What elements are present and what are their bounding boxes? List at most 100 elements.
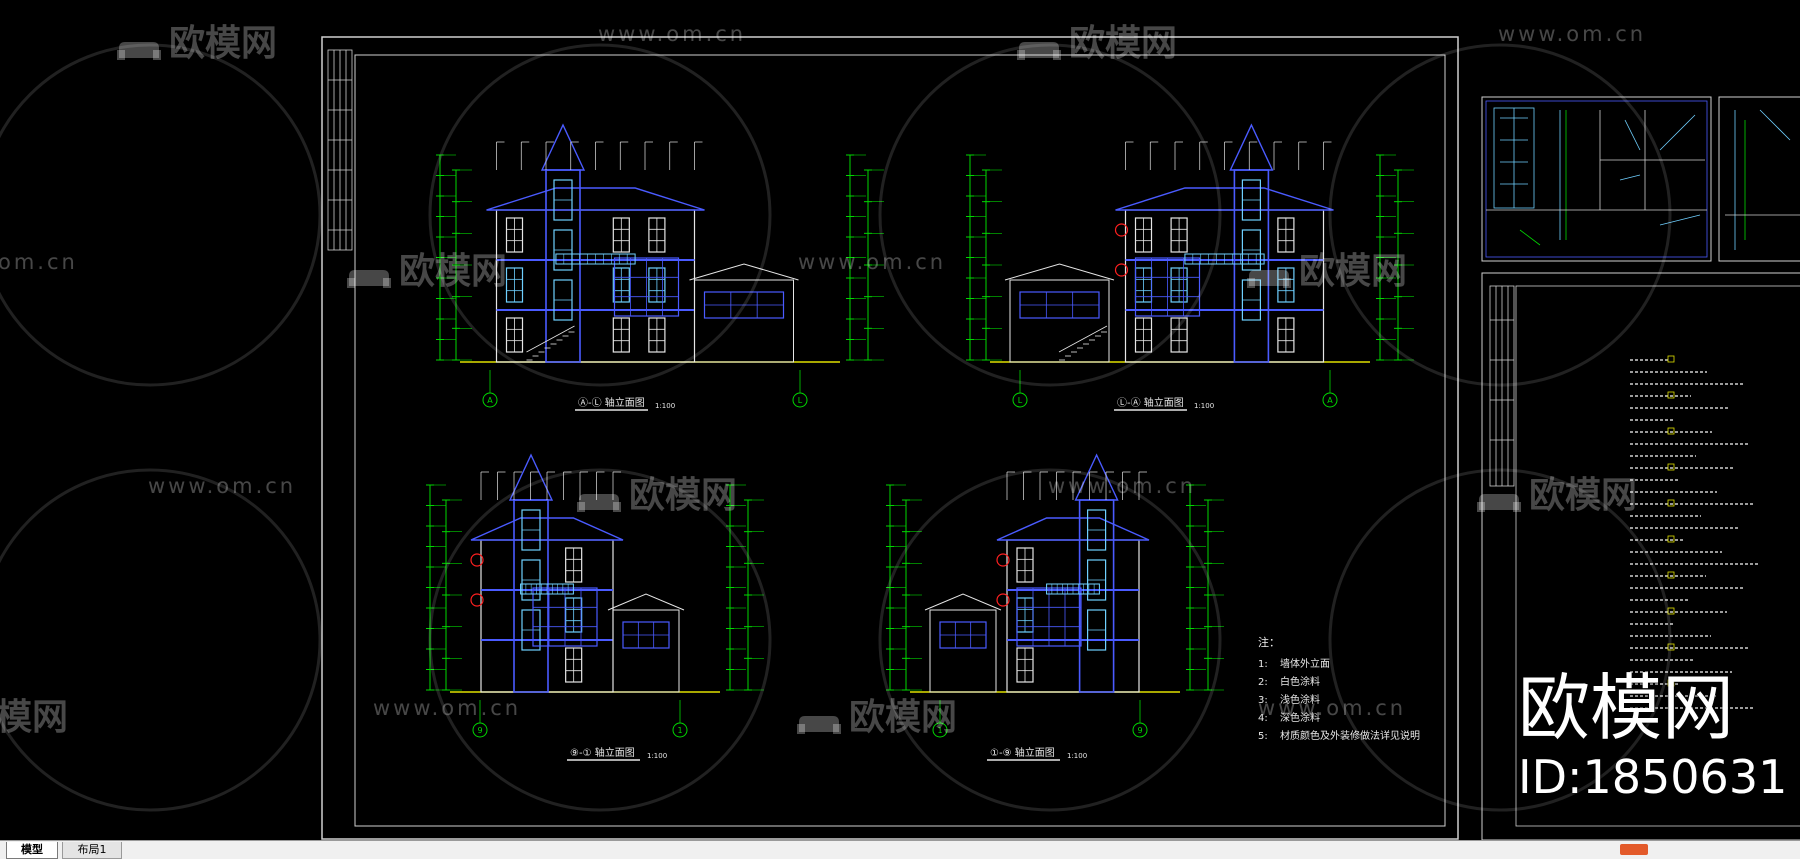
layout-tab-bar: 模型 布局1 <box>0 840 1800 859</box>
section-marker <box>996 593 1010 607</box>
tower-spire <box>1229 123 1274 171</box>
note-checkbox <box>1667 535 1675 543</box>
axis-bubble <box>932 722 948 738</box>
axis-bubble <box>792 392 808 408</box>
wing-roof <box>689 263 799 281</box>
detail-sheet-1-content <box>1486 107 1707 246</box>
elevation-title-group-3: ①-⑨ 轴立面图 1:100 <box>987 746 1087 761</box>
axis-label: L <box>798 396 803 405</box>
sofa-icon <box>1015 32 1063 60</box>
wing-roof <box>607 593 685 611</box>
watermark-logo: 欧模网 <box>1475 466 1637 518</box>
note-item: 2:白色涂料 <box>1258 677 1320 688</box>
building-body <box>480 539 614 693</box>
elevation-title-group-1: Ⓛ-Ⓐ 轴立面图 1:100 <box>1114 396 1214 411</box>
tower-spire <box>540 123 586 171</box>
stair-rail <box>526 325 575 353</box>
brand-logo: 欧模网 <box>1518 666 1735 750</box>
section-marker <box>470 593 484 607</box>
roof <box>470 517 624 541</box>
note-item: 1:墙体外立面 <box>1258 659 1330 670</box>
watermark-url: www.om.cn <box>148 474 297 498</box>
note-checkbox <box>1667 679 1675 687</box>
roof <box>486 187 705 211</box>
sofa-icon <box>115 32 163 60</box>
notes-sheet-text-lines <box>1630 355 1759 709</box>
note-checkbox <box>1667 499 1675 507</box>
watermark-url-partial: om.cn <box>0 250 78 274</box>
note-checkbox <box>1667 391 1675 399</box>
main-sheet-title-strip <box>327 49 353 251</box>
sofa-icon <box>795 706 843 734</box>
roof <box>1115 187 1334 211</box>
watermark-url: www.om.cn <box>798 250 947 274</box>
detail-sheet-2-content <box>1725 109 1800 250</box>
note-checkbox <box>1667 571 1675 579</box>
roof <box>996 517 1150 541</box>
axis-label: 1 <box>937 726 942 735</box>
sofa-icon <box>1475 484 1523 512</box>
axis-bubble <box>472 722 488 738</box>
main-sheet-inner-frame <box>354 54 1446 827</box>
note-checkbox <box>1667 643 1675 651</box>
side-wing <box>612 609 680 693</box>
section-marker <box>470 553 484 567</box>
detail-sheet-1-frame <box>1481 96 1712 262</box>
axis-label: L <box>1018 396 1023 405</box>
wing-roof <box>924 593 1002 611</box>
watermark-url: www.om.cn <box>1498 22 1647 46</box>
section-marker <box>1114 223 1129 237</box>
watermark-url: www.om.cn <box>598 22 747 46</box>
detail-sheet-2-frame <box>1718 96 1800 262</box>
wing-roof <box>1004 263 1115 281</box>
elevation-notes: 注： 1:墙体外立面 2:白色涂料 3:浅色涂料 4:深色涂料 5:材质颜色及外… <box>1258 634 1420 746</box>
axis-label: 9 <box>1137 726 1142 735</box>
elevation-scale: 1:100 <box>647 752 667 760</box>
note-checkbox <box>1667 427 1675 435</box>
building-body <box>1006 539 1140 693</box>
stair-rail <box>1058 325 1108 353</box>
axis-label: A <box>1327 396 1333 405</box>
notes-sheet-frame <box>1481 272 1800 840</box>
watermark-logo: 欧模网 <box>1245 242 1407 294</box>
notes-sheet-title-strip <box>1489 285 1515 487</box>
watermark-logo: 欧模网 <box>795 688 957 740</box>
elevation-title: ⑨-① 轴立面图 <box>570 746 635 759</box>
note-item: 5:材质颜色及外装修做法详见说明 <box>1258 731 1420 742</box>
horizontal-scroll-thumb[interactable] <box>1620 844 1648 855</box>
elevation-title: Ⓛ-Ⓐ 轴立面图 <box>1117 396 1184 409</box>
axis-bubble <box>1322 392 1338 408</box>
axis-bubble <box>672 722 688 738</box>
section-marker <box>996 553 1010 567</box>
watermark-logo: 欧模网 <box>115 14 277 66</box>
side-wing <box>1009 279 1110 363</box>
detail-sheet-1-inner <box>1485 100 1708 258</box>
tower-spire <box>1074 453 1119 501</box>
note-checkbox <box>1667 607 1675 615</box>
sofa-icon <box>345 260 393 288</box>
watermark-logo-partial: 模网 <box>0 697 69 738</box>
watermark-circles <box>0 43 1672 812</box>
brand-id: ID:1850631 <box>1518 750 1788 804</box>
notes-sheet-inner <box>1515 285 1800 827</box>
note-item: 4:深色涂料 <box>1258 713 1320 724</box>
watermark-logo: 欧模网 <box>345 242 507 294</box>
watermark-url: www.om.cn <box>1258 696 1407 720</box>
tower-spire <box>508 453 554 501</box>
note-item: 3:浅色涂料 <box>1258 695 1320 706</box>
note-checkbox <box>1667 355 1675 363</box>
axis-bubble <box>1012 392 1028 408</box>
main-sheet-outer-frame <box>321 36 1459 840</box>
section-marker <box>1114 263 1129 277</box>
tab-model[interactable]: 模型 <box>6 842 58 859</box>
watermark-logo: 欧模网 <box>1015 14 1177 66</box>
tower <box>545 169 581 363</box>
tab-layout-1[interactable]: 布局1 <box>62 842 122 859</box>
axis-bubble <box>482 392 498 408</box>
elevation-title-group-0: Ⓐ-Ⓛ 轴立面图 1:100 <box>575 396 675 411</box>
